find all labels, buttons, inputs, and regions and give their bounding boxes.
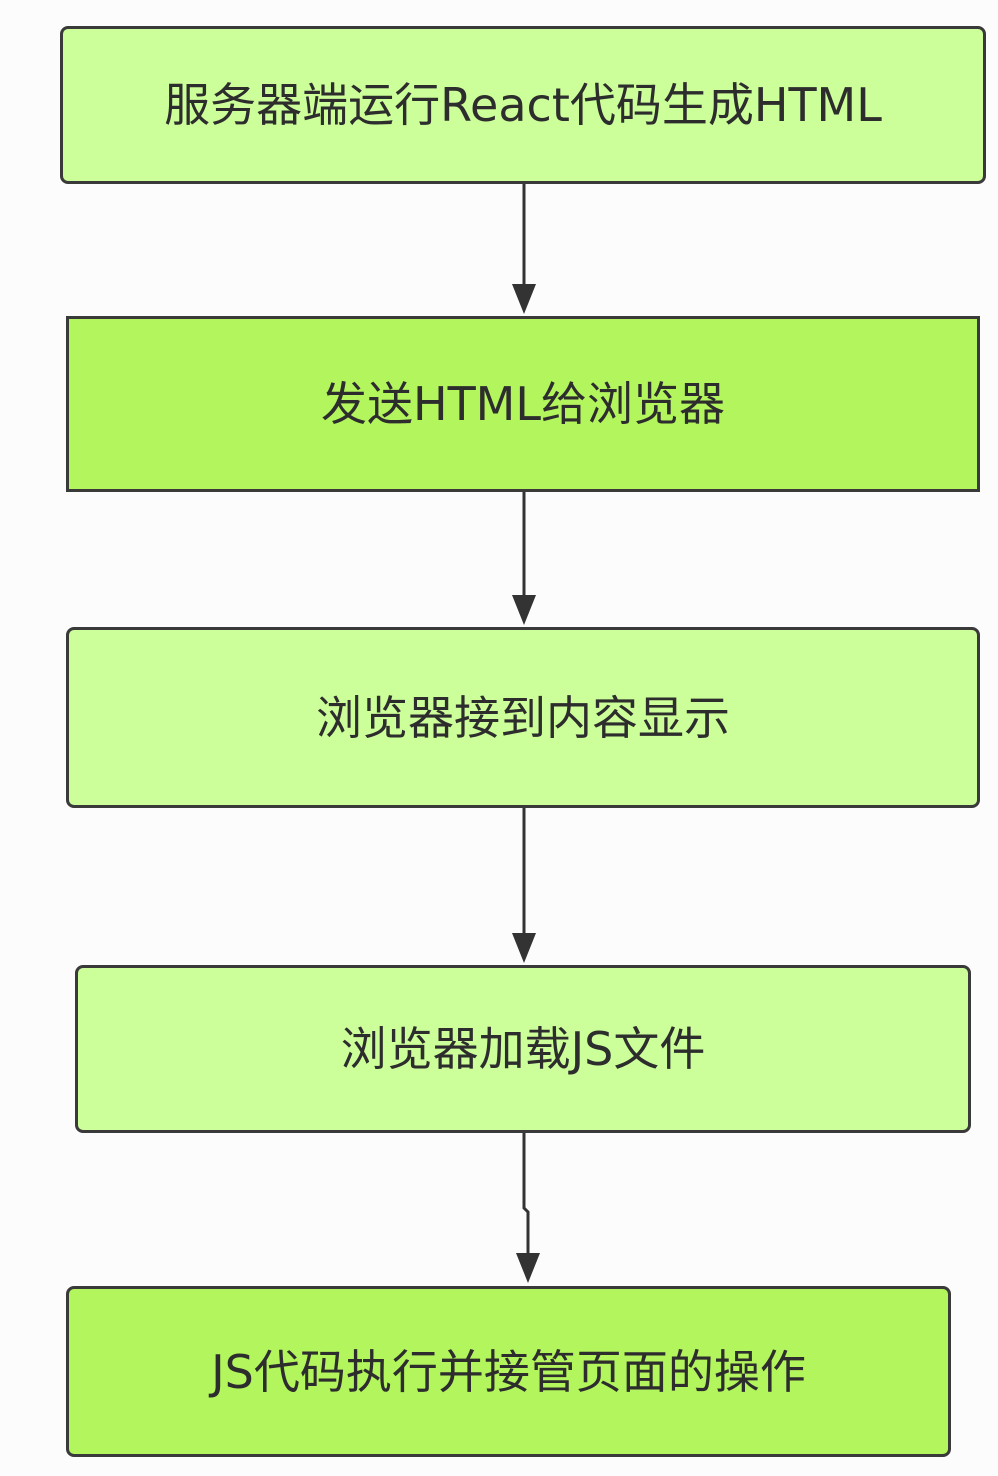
flow-step-label: JS代码执行并接管页面的操作 [211,1344,806,1399]
flow-step-label: 浏览器加载JS文件 [340,1022,706,1076]
flow-step-label: 服务器端运行React代码生成HTML [164,78,882,132]
flow-step-label: 发送HTML给浏览器 [320,377,725,431]
flow-step-1: 服务器端运行React代码生成HTML [60,26,986,184]
arrow-2-to-3 [512,492,536,625]
flow-step-2: 发送HTML给浏览器 [66,316,980,492]
arrow-3-to-4 [512,808,536,963]
arrow-4-to-5 [516,1133,540,1283]
flow-step-label: 浏览器接到内容显示 [316,690,730,745]
flow-step-4: 浏览器加载JS文件 [75,965,971,1133]
arrow-1-to-2 [512,184,536,314]
flow-step-5: JS代码执行并接管页面的操作 [66,1286,951,1457]
flow-step-3: 浏览器接到内容显示 [66,627,980,808]
